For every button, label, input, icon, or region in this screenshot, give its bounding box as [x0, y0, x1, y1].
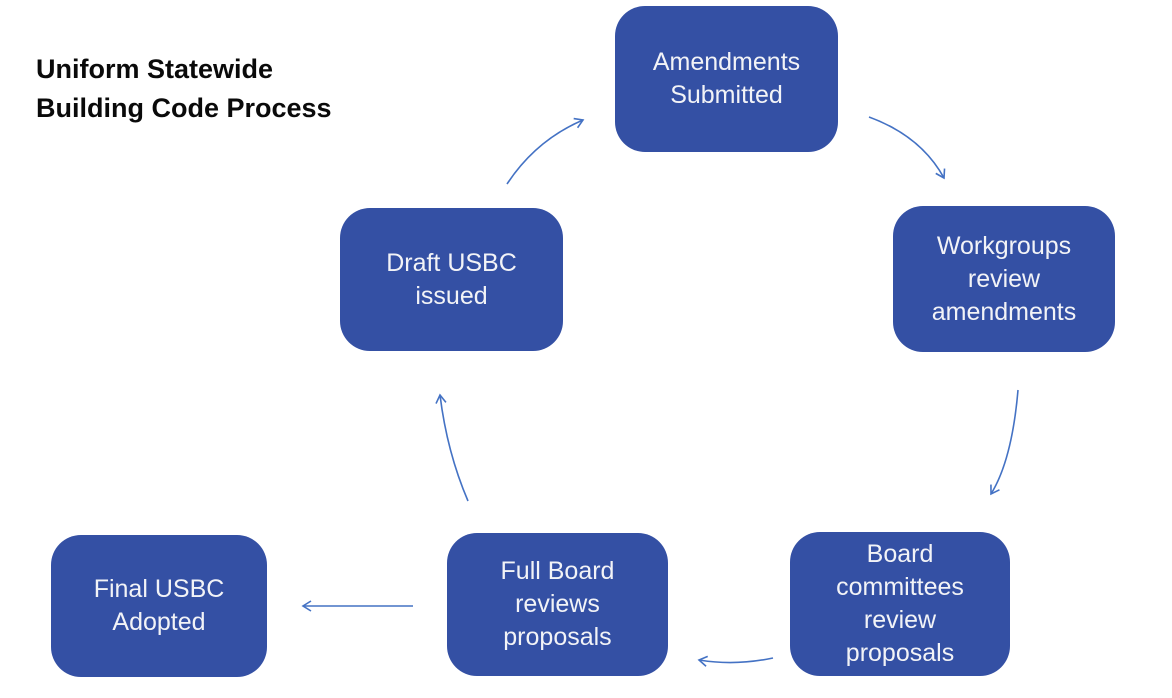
arrow-draft-to-amendments — [506, 117, 585, 185]
arrow-workgroups-to-committees — [990, 389, 1019, 496]
node-final-usbc-adopted: Final USBC Adopted — [51, 535, 267, 677]
node-draft-usbc-issued: Draft USBC issued — [340, 208, 563, 351]
node-workgroups-review: Workgroups review amendments — [893, 206, 1115, 352]
node-board-committees-review-label: Board committees review proposals — [836, 540, 964, 667]
node-workgroups-review-label: Workgroups review amendments — [931, 231, 1077, 326]
node-amendments-submitted: Amendments Submitted — [615, 6, 838, 152]
arrow-amendments-to-workgroups — [868, 116, 946, 180]
arrow-committees-to-fullboard — [697, 655, 774, 667]
diagram-title: Uniform Statewide Building Code Process — [36, 54, 332, 123]
node-final-usbc-adopted-label: Final USBC Adopted — [93, 575, 225, 636]
node-full-board-reviews: Full Board reviews proposals — [447, 533, 668, 676]
node-amendments-submitted-label: Amendments Submitted — [652, 48, 801, 109]
node-full-board-reviews-label: Full Board reviews proposals — [500, 557, 615, 651]
node-board-committees-review: Board committees review proposals — [790, 532, 1010, 676]
arrow-fullboard-to-draft — [435, 393, 469, 502]
node-draft-usbc-issued-label: Draft USBC issued — [386, 248, 517, 310]
